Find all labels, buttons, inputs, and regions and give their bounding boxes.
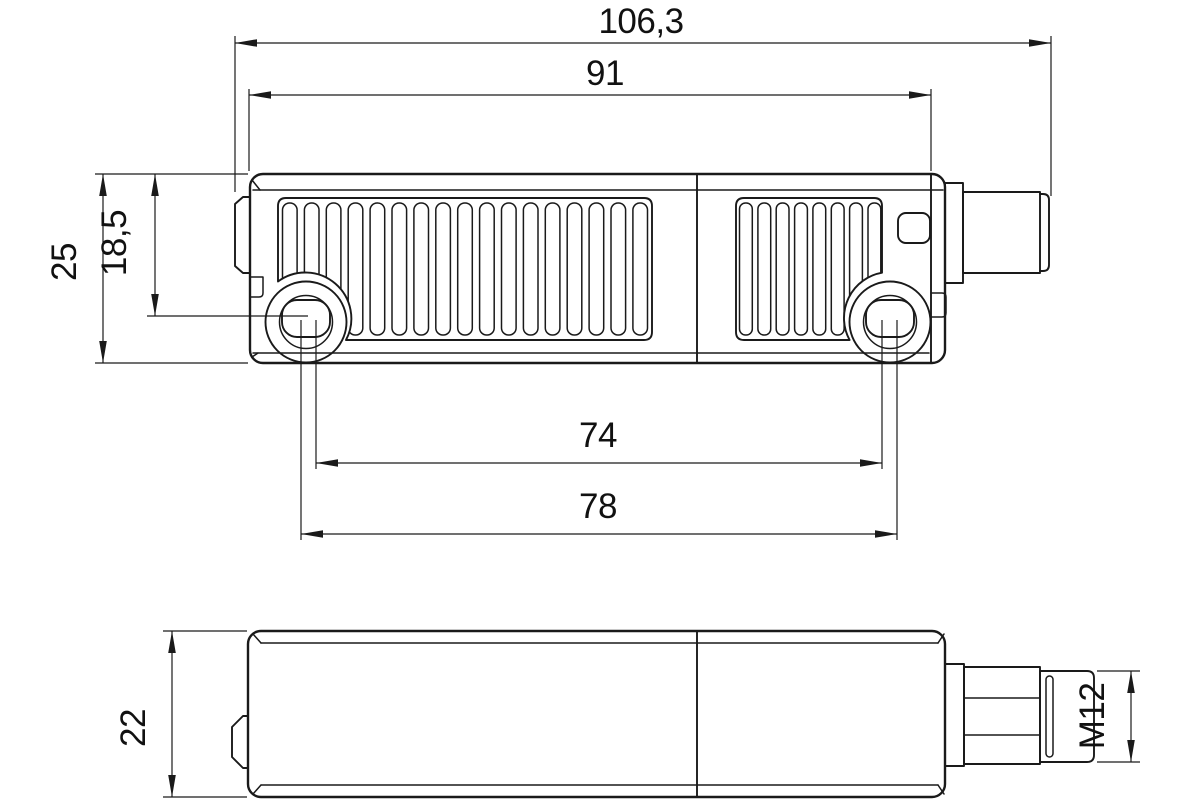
led-window bbox=[897, 212, 931, 244]
dim-overall-length: 106,3 bbox=[234, 2, 1052, 196]
right-tab bbox=[930, 292, 947, 318]
dim-height-label: 25 bbox=[45, 243, 84, 281]
thread-relief-groove bbox=[1045, 675, 1054, 758]
dim-housing-length: 91 bbox=[248, 54, 932, 171]
dim-hole-spacing: 74 bbox=[315, 320, 883, 469]
left-pad-ribs bbox=[281, 202, 649, 336]
dim-overall-length-label: 106,3 bbox=[598, 2, 683, 41]
side-housing-outline bbox=[231, 629, 947, 799]
side-view bbox=[231, 629, 1095, 799]
dim-slot-spacing-label: 78 bbox=[579, 487, 617, 526]
sensing-nub bbox=[231, 715, 249, 769]
dim-slot-spacing: 78 bbox=[300, 320, 898, 540]
right-pad-ribs bbox=[738, 202, 882, 336]
right-ribbed-pad bbox=[735, 197, 883, 341]
dim-connector-thread-label: M12 bbox=[1073, 683, 1112, 750]
connector-barrel bbox=[962, 191, 1041, 274]
dim-hole-offset: 18,5 bbox=[95, 174, 308, 317]
top-view bbox=[234, 172, 1050, 365]
left-notch bbox=[249, 276, 264, 298]
dim-hole-spacing-label: 74 bbox=[579, 416, 617, 455]
connector-top-view bbox=[944, 182, 1050, 284]
connector-thread bbox=[1039, 670, 1095, 763]
dim-hole-offset-label: 18,5 bbox=[95, 210, 134, 276]
connector-nut bbox=[963, 666, 1041, 765]
left-tab bbox=[234, 196, 251, 274]
left-mounting-hole bbox=[264, 280, 348, 364]
connector-flange bbox=[944, 182, 964, 284]
dim-housing-length-label: 91 bbox=[586, 54, 624, 93]
dim-height: 25 bbox=[45, 173, 248, 364]
connector-flange-side bbox=[944, 663, 965, 767]
right-mounting-hole bbox=[848, 280, 932, 364]
connector-tip bbox=[1039, 193, 1050, 272]
connector-side-view bbox=[944, 663, 1095, 767]
dim-depth: 22 bbox=[114, 630, 247, 798]
left-ribbed-pad bbox=[277, 197, 653, 341]
dim-depth-label: 22 bbox=[114, 709, 153, 747]
dim-connector-thread: M12 bbox=[1073, 670, 1140, 763]
